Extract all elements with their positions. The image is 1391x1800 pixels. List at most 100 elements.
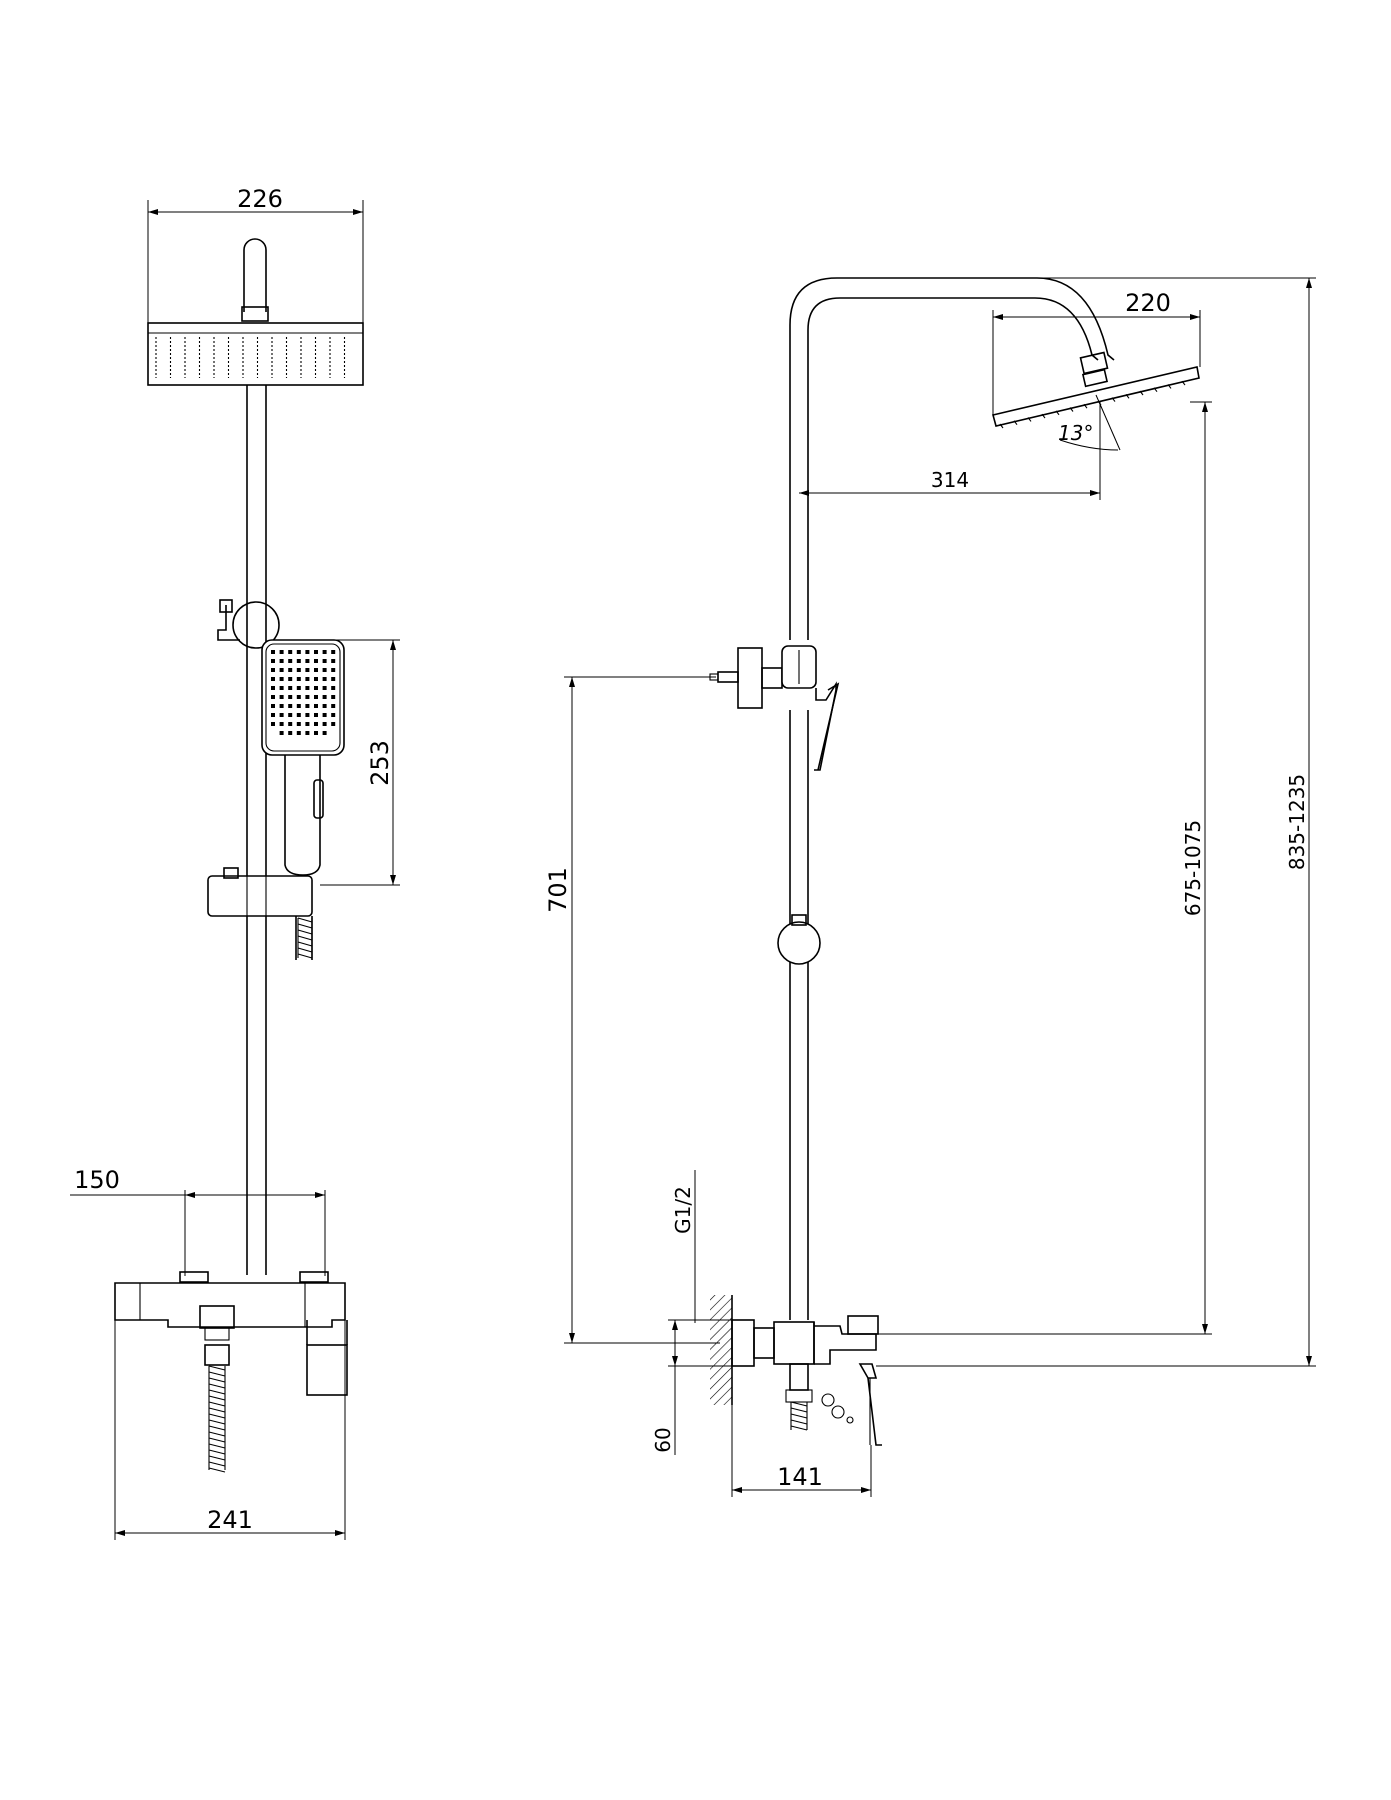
side-nozzle: [1111, 397, 1116, 402]
hand-nozzle: [271, 722, 275, 726]
hose-turn: [297, 929, 313, 935]
hand-nozzle: [331, 713, 336, 717]
hose-turn: [208, 1395, 226, 1401]
side-nozzle: [1139, 390, 1144, 396]
hand-nozzle: [331, 677, 336, 681]
dim-arm-reach: 314: [931, 468, 969, 492]
dim-overhead-width: 226: [237, 185, 283, 213]
hose-turn: [790, 1419, 808, 1425]
hand-nozzle: [279, 686, 284, 690]
hand-nozzle: [296, 731, 301, 735]
side-nozzle: [1153, 387, 1158, 393]
front-view: 226 253 150 241: [70, 185, 400, 1540]
hand-nozzle: [279, 704, 284, 708]
hand-nozzle: [305, 686, 310, 690]
hand-nozzle: [271, 695, 275, 699]
dim-thread: G1/2: [671, 1186, 695, 1234]
side-diverter: [709, 645, 817, 709]
hand-nozzle: [305, 704, 310, 708]
hand-nozzle: [296, 686, 301, 690]
hose-turn: [297, 953, 313, 959]
hand-nozzle: [271, 677, 275, 681]
hand-hose-coil: [297, 917, 313, 959]
hand-nozzle: [279, 695, 284, 699]
hand-nozzle: [314, 668, 318, 672]
hand-nozzle: [288, 731, 293, 735]
dim-hand-shower-height: 253: [366, 740, 394, 786]
hand-nozzle: [331, 650, 336, 654]
dim-total-height-range: 835-1235: [1285, 774, 1309, 870]
hand-nozzle: [305, 668, 310, 672]
hose-turn: [208, 1377, 226, 1383]
dim-mixer-width: 241: [207, 1506, 253, 1534]
hand-nozzle: [271, 659, 275, 663]
hose-turn: [790, 1401, 808, 1407]
side-overhead-shower: [992, 351, 1200, 429]
hose-turn: [297, 917, 313, 923]
front-slide-bracket: [207, 867, 313, 960]
side-nozzle: [1125, 393, 1130, 399]
front-overhead-shower: [147, 238, 364, 386]
hand-nozzle: [279, 713, 284, 717]
side-nozzle: [1041, 413, 1046, 419]
hand-nozzle: [271, 686, 275, 690]
hand-nozzle: [331, 659, 336, 663]
side-nozzle: [1181, 380, 1186, 386]
hand-nozzle: [314, 722, 318, 726]
hand-nozzle: [322, 731, 327, 735]
hand-nozzle: [314, 704, 318, 708]
hand-nozzle: [322, 695, 327, 699]
side-nozzle: [1013, 420, 1018, 426]
hand-nozzle: [322, 713, 327, 717]
hand-nozzle: [322, 668, 327, 672]
hand-nozzle: [271, 713, 275, 717]
dim-mixer-depth: 141: [777, 1463, 823, 1491]
hand-nozzle: [314, 650, 318, 654]
hand-nozzle: [322, 650, 327, 654]
hand-nozzle: [331, 722, 336, 726]
hand-nozzle: [314, 695, 318, 699]
dim-head-height-range: 675-1075: [1181, 820, 1205, 916]
hand-nozzle: [314, 686, 318, 690]
hose-turn: [297, 947, 313, 953]
hose-turn: [297, 935, 313, 941]
front-diverter-holder: [217, 599, 280, 649]
hand-nozzle: [288, 659, 293, 663]
front-hand-shower: [261, 639, 345, 876]
hand-nozzle: [271, 668, 275, 672]
side-hand-shower: [814, 681, 840, 771]
hand-nozzle: [296, 722, 301, 726]
hand-nozzle: [314, 731, 318, 735]
hand-nozzle: [288, 650, 293, 654]
hand-nozzle: [305, 731, 310, 735]
side-slide-rail: [777, 710, 821, 1320]
hose-turn: [208, 1371, 226, 1377]
front-dimensions: 226 253 150 241: [70, 185, 400, 1540]
dim-overhead-diameter: 220: [1125, 289, 1171, 317]
hose-turn: [208, 1443, 226, 1449]
hose-turn: [208, 1407, 226, 1413]
hand-nozzle: [322, 677, 327, 681]
hand-nozzle: [305, 695, 310, 699]
hand-nozzle: [288, 695, 293, 699]
side-riser-and-arm: [789, 277, 1115, 640]
hand-nozzle: [331, 668, 336, 672]
hand-nozzle: [305, 659, 310, 663]
side-nozzle: [999, 423, 1004, 429]
hose-turn: [208, 1467, 226, 1473]
hose-turn: [208, 1389, 226, 1395]
hand-nozzle: [296, 677, 301, 681]
side-nozzle: [1083, 403, 1088, 409]
overhead-nozzle-rows: [155, 337, 346, 378]
front-mixer-body: [114, 1271, 348, 1473]
hand-nozzle: [305, 677, 310, 681]
hand-nozzle: [322, 686, 327, 690]
hand-nozzle: [331, 704, 336, 708]
hose-turn: [790, 1407, 808, 1413]
hand-nozzle: [296, 668, 301, 672]
hand-nozzle: [279, 722, 284, 726]
hand-nozzle: [322, 659, 327, 663]
hand-nozzle: [296, 650, 301, 654]
hand-nozzle: [271, 650, 275, 654]
hand-nozzle: [296, 695, 301, 699]
